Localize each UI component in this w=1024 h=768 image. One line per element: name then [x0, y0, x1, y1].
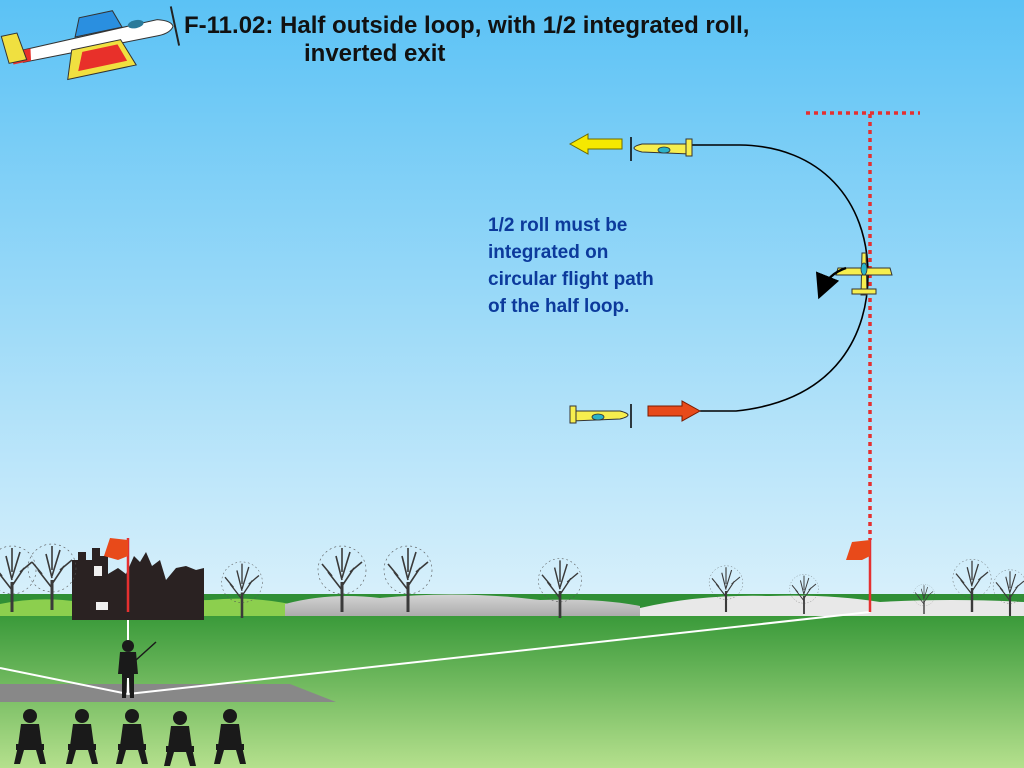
hill-light [640, 595, 1024, 618]
sky [0, 0, 1024, 600]
title-line-1: F-11.02: Half outside loop, with 1/2 int… [184, 12, 750, 39]
entry-arrow [647, 400, 702, 422]
exit-arrow [568, 133, 623, 155]
flag-icon [104, 538, 130, 612]
plane-rolling-icon [835, 252, 893, 296]
note-line-2: integrated on [488, 242, 609, 263]
note-line-3: circular flight path [488, 269, 654, 290]
sight-line-right [127, 611, 871, 695]
flag-icon [846, 540, 872, 612]
runway [0, 684, 336, 702]
sight-line-left [0, 667, 129, 695]
page-title: F-11.02: Half outside loop, with 1/2 int… [184, 12, 944, 68]
aerobatic-plane-icon [0, 6, 181, 81]
hill-grey [285, 594, 640, 618]
note-line-4: of the half loop. [488, 296, 630, 317]
title-line-2: inverted exit [304, 40, 446, 67]
castle-ruin-icon [72, 548, 204, 620]
note-line-1: 1/2 roll must be [488, 215, 628, 236]
roll-note: 1/2 roll must be integrated on circular … [488, 212, 708, 320]
roll-arrow [815, 266, 847, 300]
pilot-silhouette-icon [118, 640, 157, 698]
